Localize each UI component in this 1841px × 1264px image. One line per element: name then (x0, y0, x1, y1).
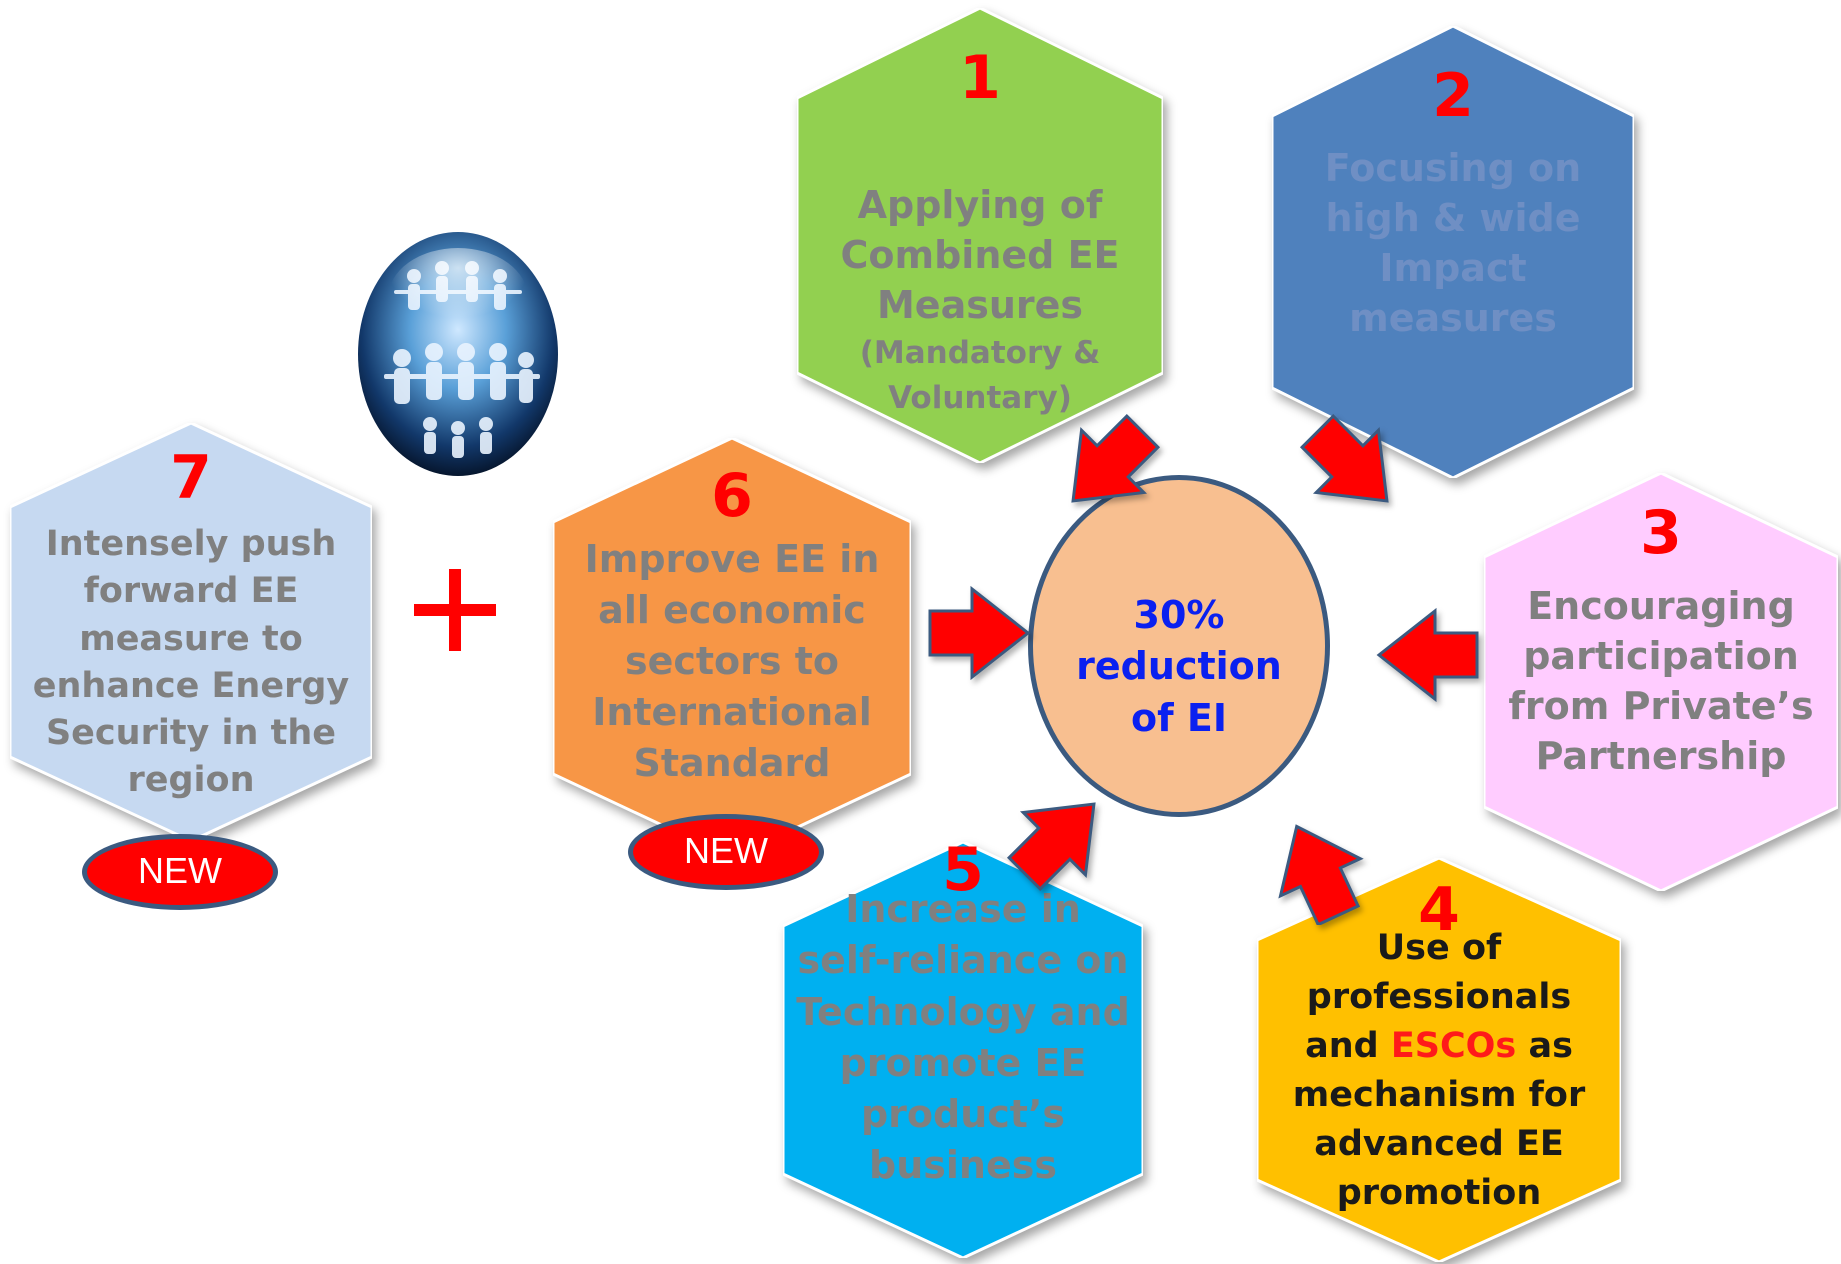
people-globe-icon (358, 232, 558, 476)
hexagon-7-text: Intensely push forward EE measure to enh… (32, 524, 350, 801)
new-badge-6 (628, 814, 824, 890)
hexagon-1-text: Applying of Combined EE Measures (Mandat… (797, 130, 1163, 471)
hexagon-4-escos: ESCOs (1390, 1026, 1517, 1066)
hexagon-6: 6 Improve EE in all economic sectors to … (553, 438, 911, 858)
hexagon-5-number: 5 (942, 835, 984, 905)
hexagon-1-main-text: Applying of Combined EE Measures (840, 183, 1120, 328)
plus-icon (414, 569, 496, 651)
hexagon-4-shape (1257, 858, 1621, 1262)
hexagon-3-shape (1484, 473, 1838, 891)
hexagon-7-number: 7 (170, 443, 212, 513)
arrow-from-6 (928, 585, 1031, 681)
arrow-from-1 (1071, 413, 1161, 503)
hexagon-6-shape (553, 438, 911, 858)
hexagon-2-number: 2 (1432, 61, 1474, 131)
hexagon-3-number: 3 (1640, 498, 1682, 568)
hexagon-4-text: Use of professionals and ESCOs as mechan… (1257, 924, 1621, 1218)
new-badge-7 (82, 834, 278, 910)
hexagon-4-text-pre: Use of professionals and (1305, 928, 1572, 1066)
center-circle (1028, 475, 1330, 817)
hexagon-2-shape (1272, 26, 1634, 478)
arrow-from-2 (1299, 413, 1389, 503)
hexagon-7-shape (10, 423, 372, 841)
hexagon-3: 3 Encouraging participation from Private… (1484, 473, 1838, 891)
center-goal-text: 30% reduction of EI (1076, 593, 1282, 740)
hexagon-6-number: 6 (711, 461, 753, 531)
hexagon-2-text: Focusing on high & wide Impact measures (1324, 146, 1582, 341)
arrow-from-3 (1376, 607, 1479, 703)
hexagon-4: 4 Use of professionals and ESCOs as mech… (1257, 858, 1621, 1262)
hexagon-1-number: 1 (959, 43, 1001, 113)
new-badge-7-label: NEW (138, 850, 222, 891)
arrow-from-4 (1278, 824, 1364, 925)
hexagon-5-text: Increase in self-reliance on Technology … (796, 887, 1130, 1188)
arrow-from-5 (1006, 802, 1096, 892)
hexagon-4-text-post: as mechanism for advanced EE promotion (1292, 1026, 1586, 1213)
hexagon-1-sub-text: (Mandatory & Voluntary) (859, 334, 1101, 416)
hexagon-5: Increase in self-reliance on Technology … (783, 842, 1143, 1258)
hexagon-1: 1 Applying of Combined EE Measures (Mand… (797, 8, 1163, 463)
hexagon-5-shape (783, 842, 1143, 1258)
hexagon-3-text: Encouraging participation from Private’s… (1508, 584, 1814, 779)
hexagon-7: 7 Intensely push forward EE measure to e… (10, 423, 372, 841)
hexagon-1-shape (797, 8, 1163, 463)
hexagon-6-text: Improve EE in all economic sectors to In… (584, 537, 880, 785)
new-badge-6-label: NEW (684, 830, 768, 871)
hexagon-4-number: 4 (1418, 875, 1460, 945)
hexagon-2: 2 Focusing on high & wide Impact measure… (1272, 26, 1634, 478)
